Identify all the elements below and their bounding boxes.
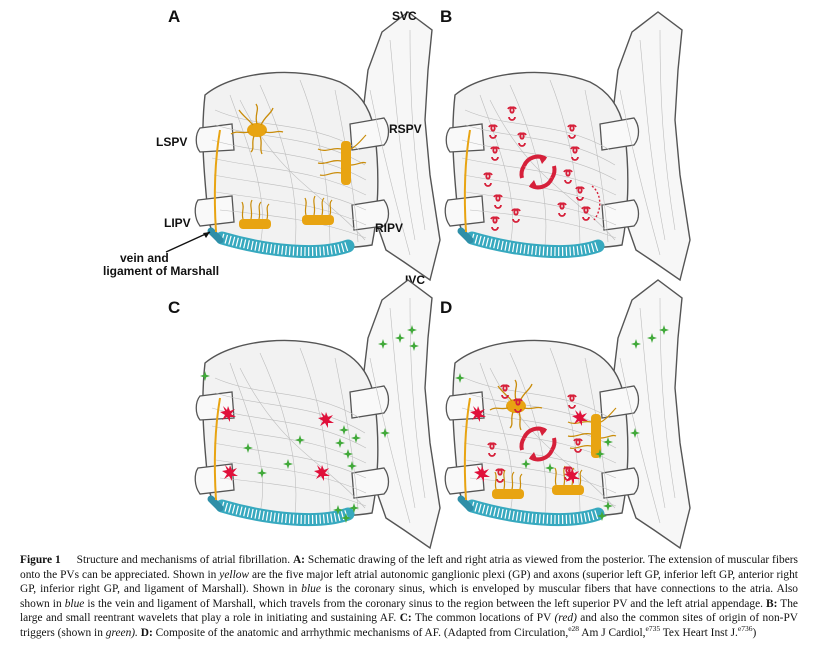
vom-arrowhead	[203, 232, 210, 238]
panel-c: C	[168, 280, 440, 548]
caption-a-text: Schematic drawing of the left and right …	[20, 554, 798, 581]
panel-letter-b: B	[440, 7, 452, 26]
atria-drawing	[445, 12, 690, 280]
caption-a-blue: blue	[64, 597, 85, 610]
reference-superscript: e28	[568, 624, 580, 634]
ripv-label: RIPV	[375, 221, 403, 235]
figure-number: Figure 1	[20, 554, 61, 566]
panel-letter-c: C	[168, 298, 180, 317]
caption-d-text: Am J Cardiol,	[581, 626, 646, 639]
caption-a-text: are the five major left atrial autonomic…	[20, 568, 798, 596]
vom-pointer-arrow	[165, 231, 211, 253]
caption-d-head: D:	[140, 626, 153, 639]
vom-label-line2: ligament of Marshall	[103, 264, 219, 278]
atria-drawing	[195, 280, 440, 548]
caption-d-text: Composite of the anatomic and arrhythmic…	[155, 626, 569, 639]
caption-a-head: A:	[292, 554, 305, 566]
lspv-label: LSPV	[156, 135, 187, 149]
caption-a-text: is the vein and ligament of Marshall, wh…	[87, 597, 763, 610]
caption-d-text: )	[752, 626, 757, 639]
caption-c-red: (red)	[554, 612, 577, 625]
caption-d-text: Tex Heart Inst J.	[662, 626, 738, 639]
rspv-label: RSPV	[389, 122, 422, 136]
caption-c-text: and also the common sites of origin of n…	[20, 612, 799, 639]
figure-caption: Figure 1 Structure and mechanisms of atri…	[20, 553, 798, 641]
caption-c-head: C:	[399, 612, 412, 625]
caption-c-text: The common locations of PV	[414, 612, 552, 625]
caption-b-head: B:	[766, 597, 778, 610]
reference-superscript: e736	[737, 624, 753, 634]
panel-d: D	[440, 280, 690, 548]
vom-label-line1: vein and	[120, 251, 169, 265]
panel-letter-d: D	[440, 298, 452, 317]
caption-a-text: is the coronary sinus, which is envelope…	[20, 583, 798, 610]
panel-b: B	[440, 7, 690, 280]
atria-drawing	[195, 12, 440, 280]
lipv-label: LIPV	[164, 216, 191, 230]
caption-c-green: green).	[105, 626, 138, 639]
svc-label: SVC	[392, 9, 417, 23]
reference-superscript: e735	[645, 624, 661, 634]
panel-letter-a: A	[168, 7, 180, 26]
caption-b-text: The large and small reentrant wavelets t…	[20, 597, 798, 625]
caption-a-yellow: yellow	[219, 568, 250, 581]
caption-a-blue: blue	[301, 583, 321, 596]
panel-a: A SVC LSPV RSPV LIPV RIPV IVC vein and l…	[103, 7, 440, 287]
atria-drawing	[445, 280, 690, 548]
atrial-fibrillation-figure: A SVC LSPV RSPV LIPV RIPV IVC vein and l…	[103, 0, 816, 550]
caption-title: Structure and mechanisms of atrial fibri…	[76, 554, 291, 566]
